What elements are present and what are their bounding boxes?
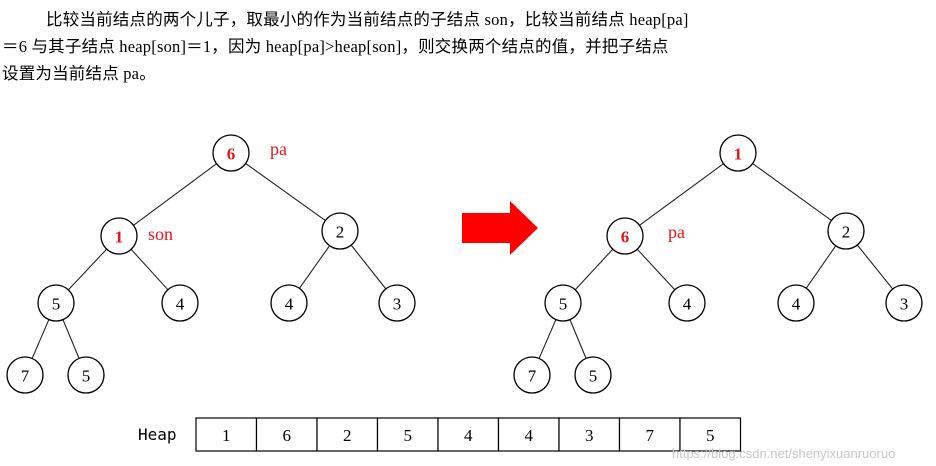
node-value: 4 [285, 295, 294, 314]
heap-cell: 4 [497, 417, 560, 452]
right-tree-node: 6 [606, 217, 644, 255]
right-tree-node: 3 [885, 284, 923, 322]
heap-cell-value: 1 [222, 426, 231, 445]
heap-cell: 5 [376, 417, 439, 452]
node-value: 5 [82, 367, 91, 386]
node-value: 6 [621, 228, 630, 247]
right-tree: 1 6 2 5 4 4 3 7 5 pa [513, 134, 923, 394]
left-tree-edge [130, 248, 169, 291]
node-value: 4 [683, 295, 692, 314]
node-value: 2 [336, 223, 345, 242]
heap-cell-value: 4 [525, 426, 534, 445]
left-tree-edge [31, 319, 50, 359]
son-label: son [148, 224, 173, 244]
right-tree-edge [636, 248, 676, 291]
description-paragraph: 比较当前结点的两个儿子，取最小的作为当前结点的子结点 son，比较当前结点 he… [2, 6, 922, 87]
left-tree-node: 4 [161, 284, 199, 322]
node-value: 4 [792, 295, 801, 314]
right-tree-node: 5 [544, 284, 582, 322]
right-tree-node: 7 [513, 356, 551, 394]
heap-cell-value: 7 [646, 426, 655, 445]
left-tree-edge [350, 244, 387, 290]
left-tree-node: 5 [37, 284, 75, 322]
right-tree-edge [805, 245, 837, 289]
description-line-3: 设置为当前结点 pa。 [2, 64, 156, 83]
left-tree-node: 4 [270, 284, 308, 322]
heap-cell: 6 [255, 417, 318, 452]
left-tree-edge [245, 163, 326, 221]
right-tree-node: 2 [827, 212, 865, 250]
left-tree-node: 1 [100, 217, 138, 255]
left-tree-edge [62, 319, 80, 359]
heap-cell-value: 3 [585, 426, 594, 445]
left-tree: 6 1 2 5 4 4 3 7 5 pa son [6, 134, 416, 394]
left-tree-edge [133, 163, 217, 226]
right-tree-edge [752, 163, 832, 221]
right-tree-edge [569, 319, 587, 359]
heap-cell: 5 [679, 417, 742, 452]
heap-cell-value: 5 [404, 426, 413, 445]
left-tree-node: 2 [321, 212, 359, 250]
node-value: 7 [528, 367, 537, 386]
left-tree-edge [67, 248, 108, 291]
right-arrow-icon [462, 201, 538, 255]
node-value: 4 [176, 295, 185, 314]
right-tree-node: 1 [719, 134, 757, 172]
right-tree-edge [856, 244, 894, 290]
node-value: 6 [227, 145, 236, 164]
heap-cell: 4 [437, 417, 500, 452]
heap-cell: 2 [316, 417, 379, 452]
right-tree-edge [639, 163, 724, 226]
node-value: 1 [734, 145, 743, 164]
heap-cell-value: 5 [706, 426, 715, 445]
watermark: https://blog.csdn.net/shenyixuanruoruo [672, 446, 895, 461]
heap-cell: 1 [195, 417, 258, 452]
left-tree-node: 7 [6, 356, 44, 394]
node-value: 3 [393, 295, 402, 314]
right-tree-node: 5 [574, 356, 612, 394]
node-value: 5 [589, 367, 598, 386]
description-line-2: ＝6 与其子结点 heap[son]＝1，因为 heap[pa]>heap[so… [2, 37, 669, 56]
heap-array: Heap 1 6 2 5 4 4 3 7 5 [138, 417, 742, 452]
node-value: 5 [52, 295, 61, 314]
node-value: 7 [21, 367, 30, 386]
right-tree-node: 4 [777, 284, 815, 322]
heap-cell: 7 [618, 417, 681, 452]
left-tree-node: 3 [378, 284, 416, 322]
heap-cell-value: 2 [343, 426, 352, 445]
heap-label: Heap [138, 425, 177, 444]
node-value: 2 [842, 223, 851, 242]
left-tree-node: 6 [212, 134, 250, 172]
node-value: 3 [900, 295, 909, 314]
heap-cell-value: 4 [464, 426, 473, 445]
node-value: 5 [559, 295, 568, 314]
description-line-1: 比较当前结点的两个儿子，取最小的作为当前结点的子结点 son，比较当前结点 he… [46, 10, 689, 29]
right-tree-node: 4 [668, 284, 706, 322]
right-tree-edge [574, 248, 614, 291]
right-tree-edge [538, 319, 557, 359]
heap-cell-value: 6 [283, 426, 292, 445]
pa-label: pa [668, 222, 685, 242]
left-tree-node: 5 [67, 356, 105, 394]
pa-label: pa [270, 139, 287, 159]
node-value: 1 [115, 228, 124, 247]
left-tree-edge [298, 245, 331, 289]
heap-cell: 3 [558, 417, 621, 452]
